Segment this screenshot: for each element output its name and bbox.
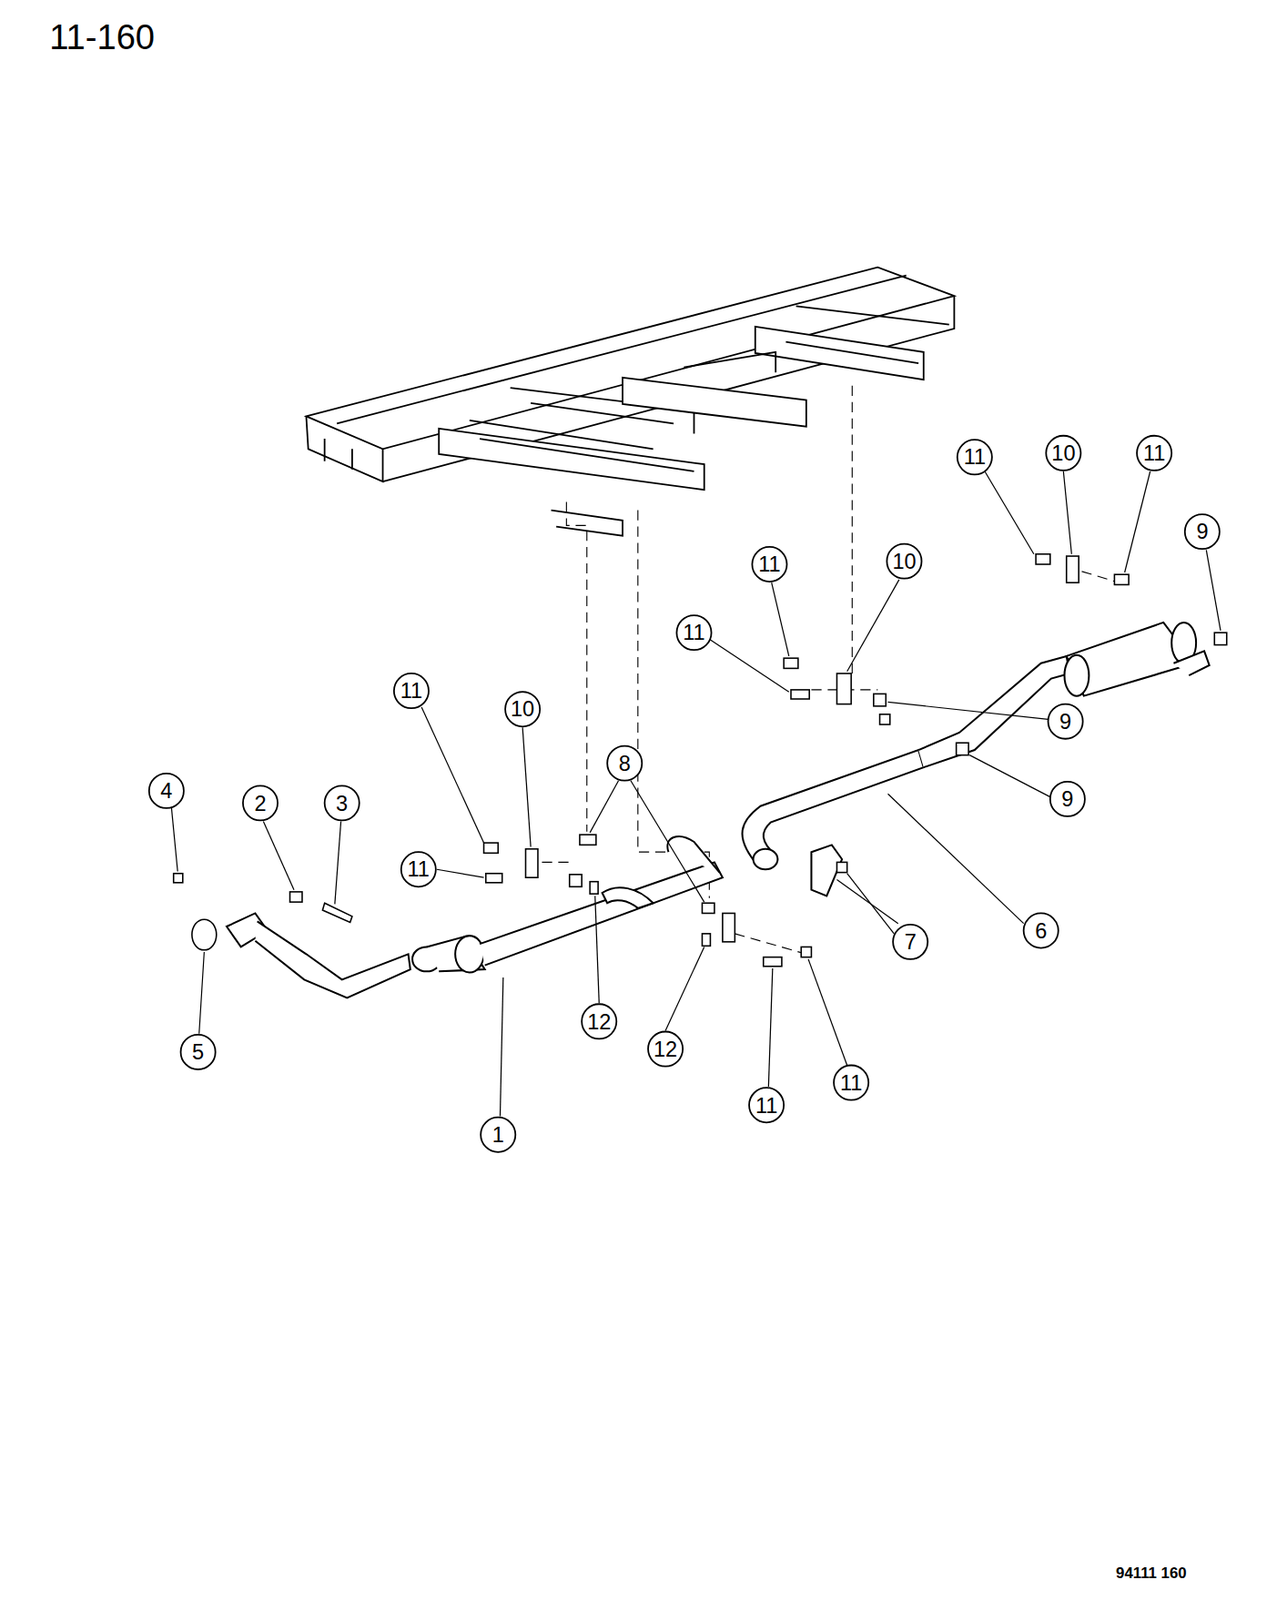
callout-number: 11	[963, 447, 986, 470]
callout-number: 11	[407, 860, 430, 882]
callout-number: 4	[160, 780, 173, 803]
callout-number: 9	[1061, 789, 1074, 811]
hardware	[173, 554, 1227, 967]
hanger-guide-lines	[526, 385, 1124, 954]
page-title: 11-160	[49, 20, 155, 55]
callout-number: 11	[1143, 443, 1166, 466]
callout-number: 5	[192, 1042, 204, 1065]
figure-code: 94111 160	[1115, 1566, 1187, 1582]
callout-number: 12	[587, 1012, 611, 1034]
callout-number: 11	[755, 1095, 778, 1118]
callout-number: 11	[758, 554, 781, 577]
callout-number: 1	[492, 1124, 505, 1147]
callout-number: 10	[891, 551, 916, 574]
callout-circles	[149, 435, 1220, 1153]
callout-number: 9	[1059, 711, 1072, 734]
callout-number: 6	[1034, 921, 1047, 943]
callout-number: 11	[682, 623, 705, 646]
callout-number: 10	[1051, 443, 1075, 466]
exhaust-pipes	[226, 622, 1210, 999]
leader-lines	[171, 471, 1221, 1117]
callout-number: 10	[510, 699, 535, 722]
callout-number: 2	[253, 793, 266, 816]
callout-number: 9	[1195, 522, 1208, 545]
callout-number: 8	[618, 753, 631, 776]
callout-number: 7	[904, 932, 917, 954]
frame	[305, 267, 954, 537]
callout-number: 12	[653, 1039, 678, 1062]
callout-number: 11	[840, 1073, 862, 1095]
callout-number: 11	[400, 680, 423, 703]
callout-number: 3	[335, 793, 348, 816]
